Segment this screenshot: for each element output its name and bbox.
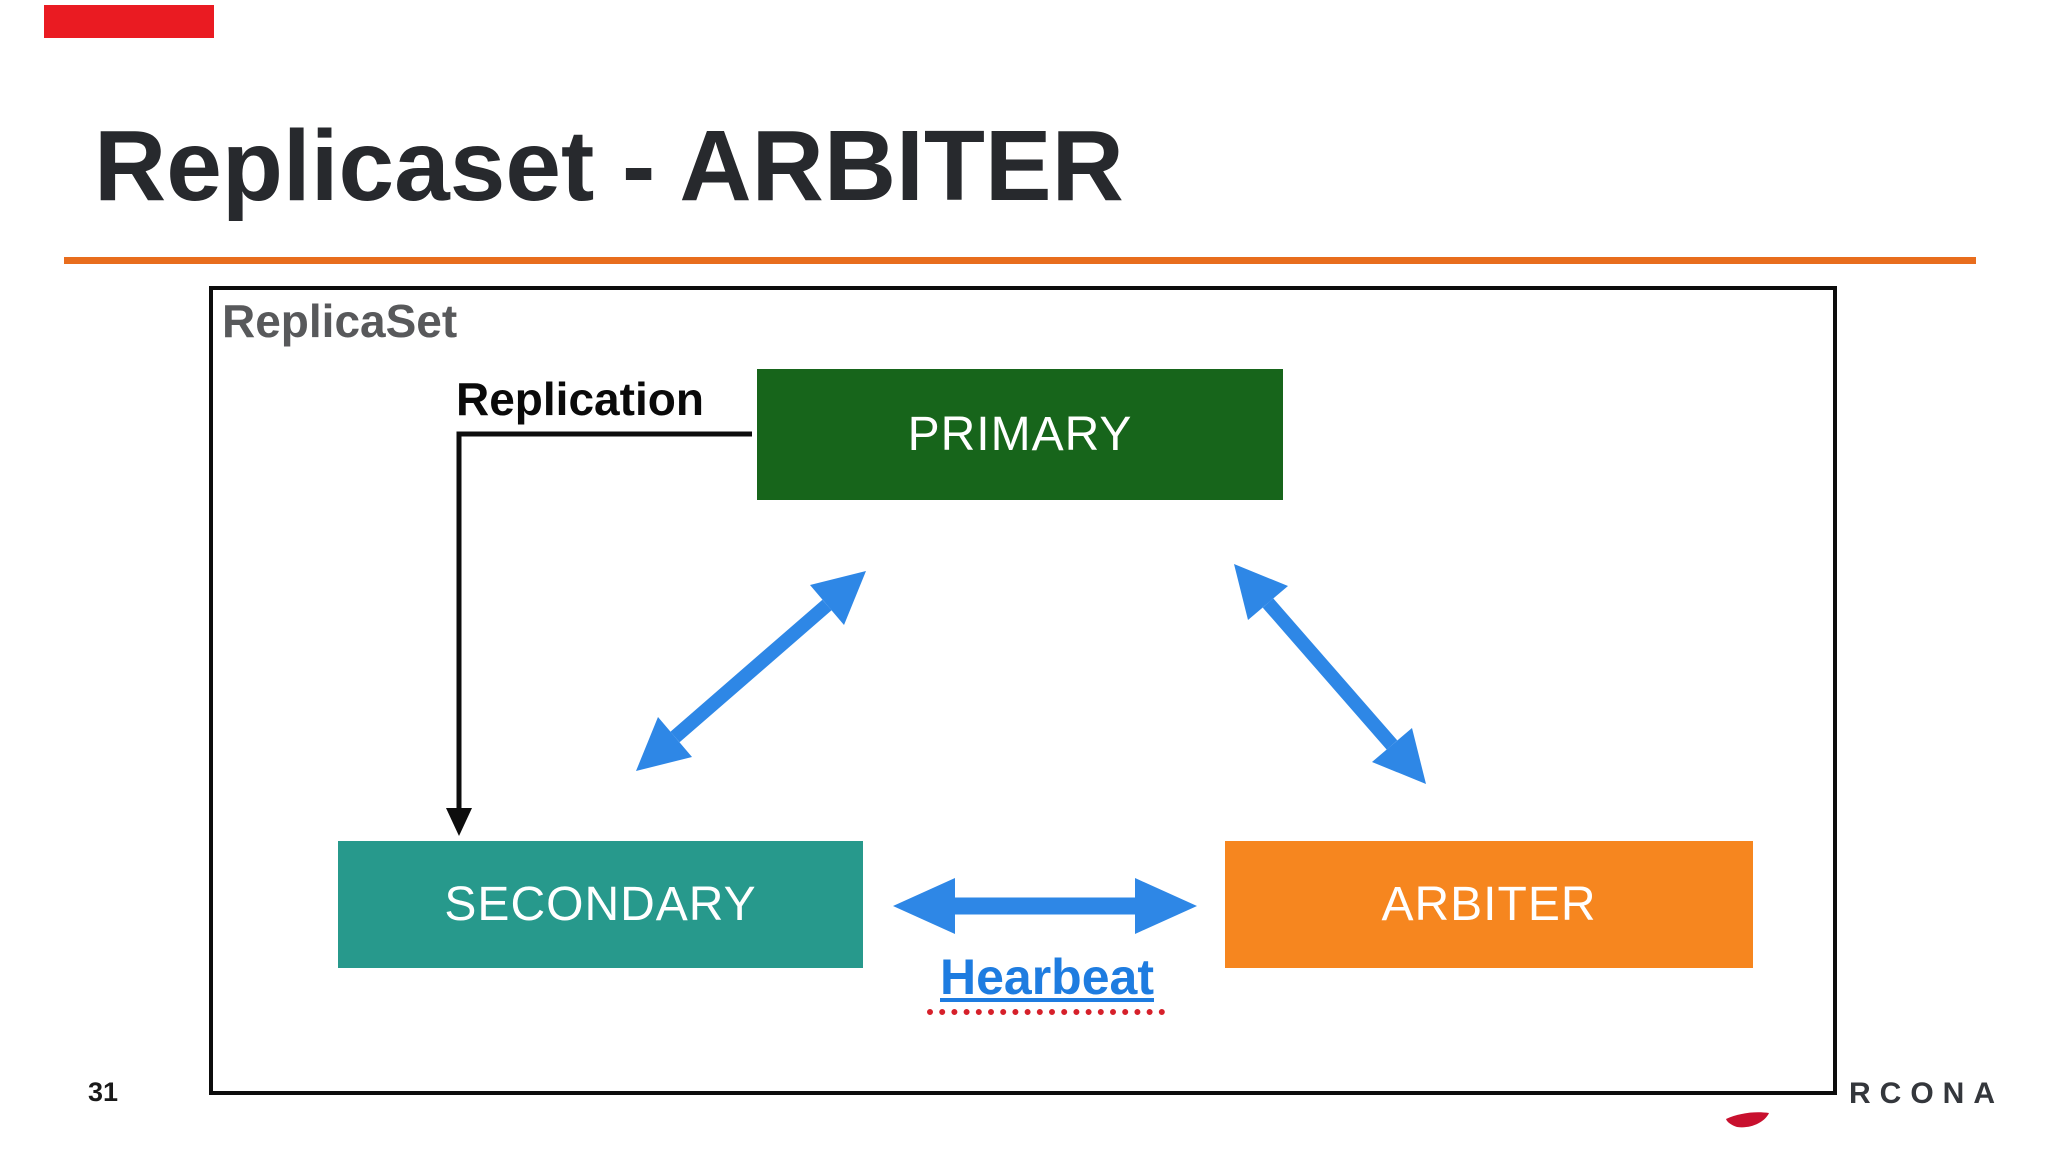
slide-title: Replicaset - ARBITER xyxy=(94,110,1124,222)
percona-logo-text: RCONA xyxy=(1849,1077,2004,1110)
primary-node: PRIMARY xyxy=(757,369,1283,500)
replication-label: Replication xyxy=(456,373,704,425)
replicaset-frame-label: ReplicaSet xyxy=(222,295,458,347)
corner-accent-bar xyxy=(44,5,214,38)
title-divider-rule xyxy=(64,257,1976,264)
spellcheck-underline xyxy=(927,1009,1165,1015)
arbiter-node-label: ARBITER xyxy=(1381,878,1597,931)
heartbeat-annotation: Hearbeat xyxy=(927,948,1167,1015)
primary-node-label: PRIMARY xyxy=(907,408,1133,461)
secondary-node-label: SECONDARY xyxy=(444,878,757,931)
secondary-node: SECONDARY xyxy=(338,841,863,968)
arbiter-node: ARBITER xyxy=(1225,841,1753,968)
heartbeat-label: Hearbeat xyxy=(940,949,1154,1005)
percona-logo-mark xyxy=(1726,1112,1769,1128)
page-number: 31 xyxy=(88,1077,119,1107)
